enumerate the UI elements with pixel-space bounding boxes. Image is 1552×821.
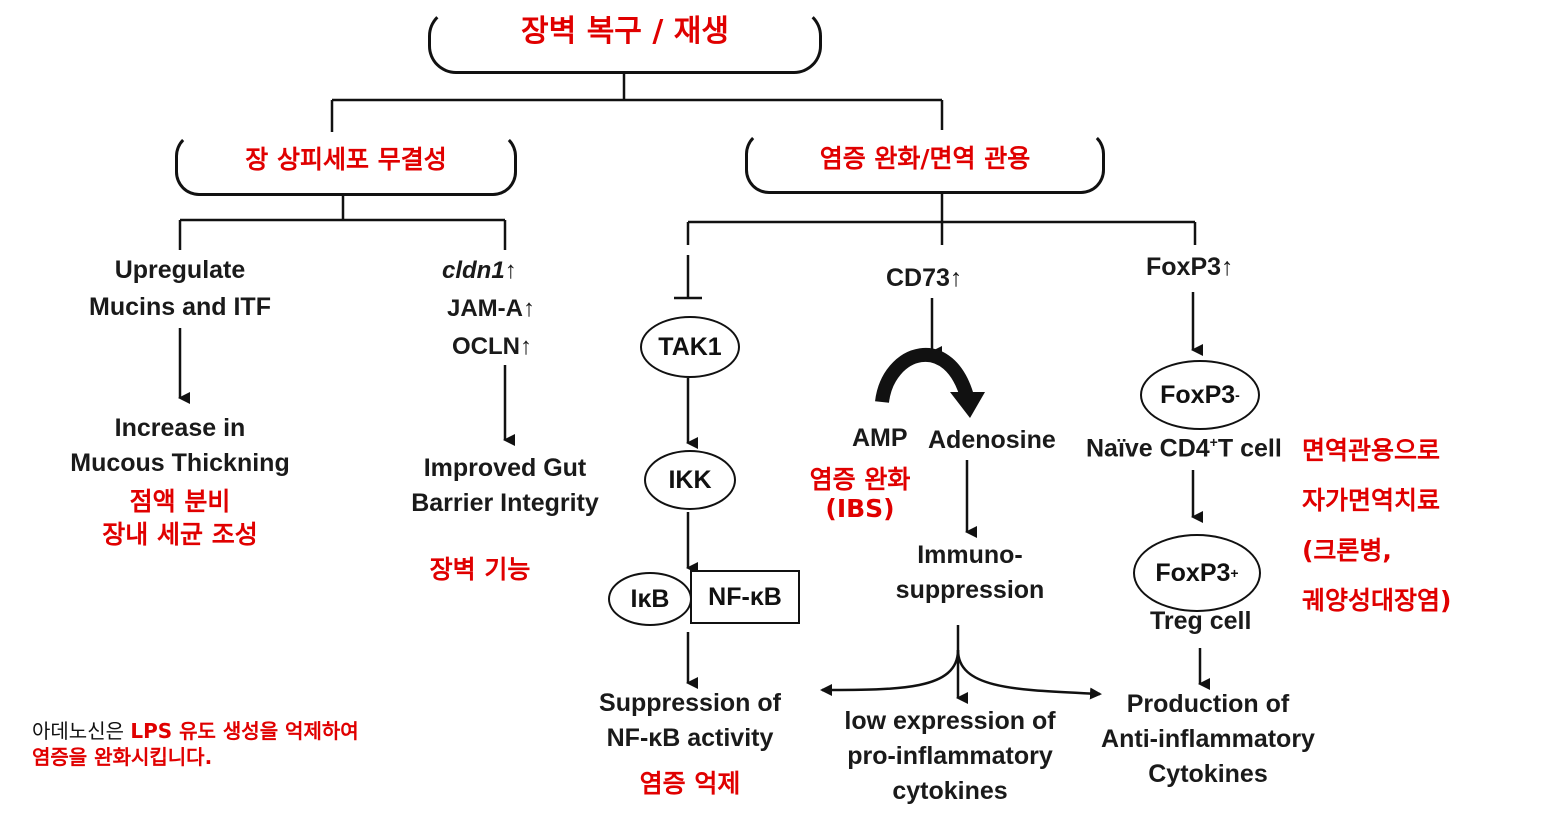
branch-box-left xyxy=(175,132,517,196)
autoimmune-note: 면역관용으로 자가면역치료 (크론병, 궤양성대장염) xyxy=(1302,436,1452,615)
foxp3-label: FoxP3↑ xyxy=(1146,253,1234,281)
cd73-label: CD73↑ xyxy=(886,264,963,292)
ibs-note: 염증 완화 (IBS) xyxy=(809,465,911,523)
nfkb-suppression-label: Suppression of NF-κB activity xyxy=(599,689,781,752)
ikk-node: IKK xyxy=(644,450,736,510)
conversion-curve-arrow xyxy=(875,348,975,404)
gene-ocln: OCLN↑ xyxy=(452,333,532,360)
barrier-result-label: Improved Gut Barrier Integrity xyxy=(411,454,599,517)
naive-cd4-label: Naïve CD4+T cell xyxy=(1086,434,1282,463)
antiinflammatory-result-label: Production of Anti-inflammatory Cytokine… xyxy=(1101,690,1315,788)
top-box xyxy=(428,8,822,74)
mucous-result-label: Increase in Mucous Thickning xyxy=(70,414,290,477)
up-arrow-icon: ↑ xyxy=(949,264,963,292)
branch-left-label: 장 상피세포 무결성 xyxy=(245,145,447,174)
barrier-note: 장벽 기능 xyxy=(429,555,531,584)
immunosuppression-label: Immuno- suppression xyxy=(895,541,1045,604)
branch-box-right xyxy=(745,130,1105,194)
adenosine-label: Adenosine xyxy=(928,426,1056,454)
branch-right-label: 염증 완화/면역 관용 xyxy=(819,144,1031,173)
foxp3-negative-node: FoxP3- xyxy=(1140,360,1260,430)
up-arrow-icon: ↑ xyxy=(520,333,532,360)
mucins-label: Upregulate Mucins and ITF xyxy=(89,256,271,321)
nfkb-node: NF-κB xyxy=(690,570,800,624)
gene-jam-a: JAM-A↑ xyxy=(447,295,535,322)
top-box-label: 장벽 복구 / 재생 xyxy=(521,14,729,49)
up-arrow-icon: ↑ xyxy=(504,257,517,284)
up-arrow-icon: ↑ xyxy=(1221,253,1234,281)
mucus-note: 점액 분비 장내 세균 조성 xyxy=(102,487,258,549)
gene-cldn1: cldn1↑ xyxy=(442,257,517,284)
proinflammatory-result-label: low expression of pro-inflammatory cytok… xyxy=(844,707,1056,805)
amp-label: AMP xyxy=(852,424,908,452)
ikb-node: IκB xyxy=(608,572,692,626)
inflammation-suppression-note: 염증 억제 xyxy=(639,769,741,798)
foxp3-positive-node: FoxP3+ xyxy=(1133,534,1261,612)
up-arrow-icon: ↑ xyxy=(523,295,535,322)
tak1-node: TAK1 xyxy=(640,316,740,378)
treg-label: Treg cell xyxy=(1150,607,1252,635)
footnote: 아데노신은 LPS 유도 생성을 억제하여 염증을 완화시킵니다. xyxy=(32,719,359,769)
